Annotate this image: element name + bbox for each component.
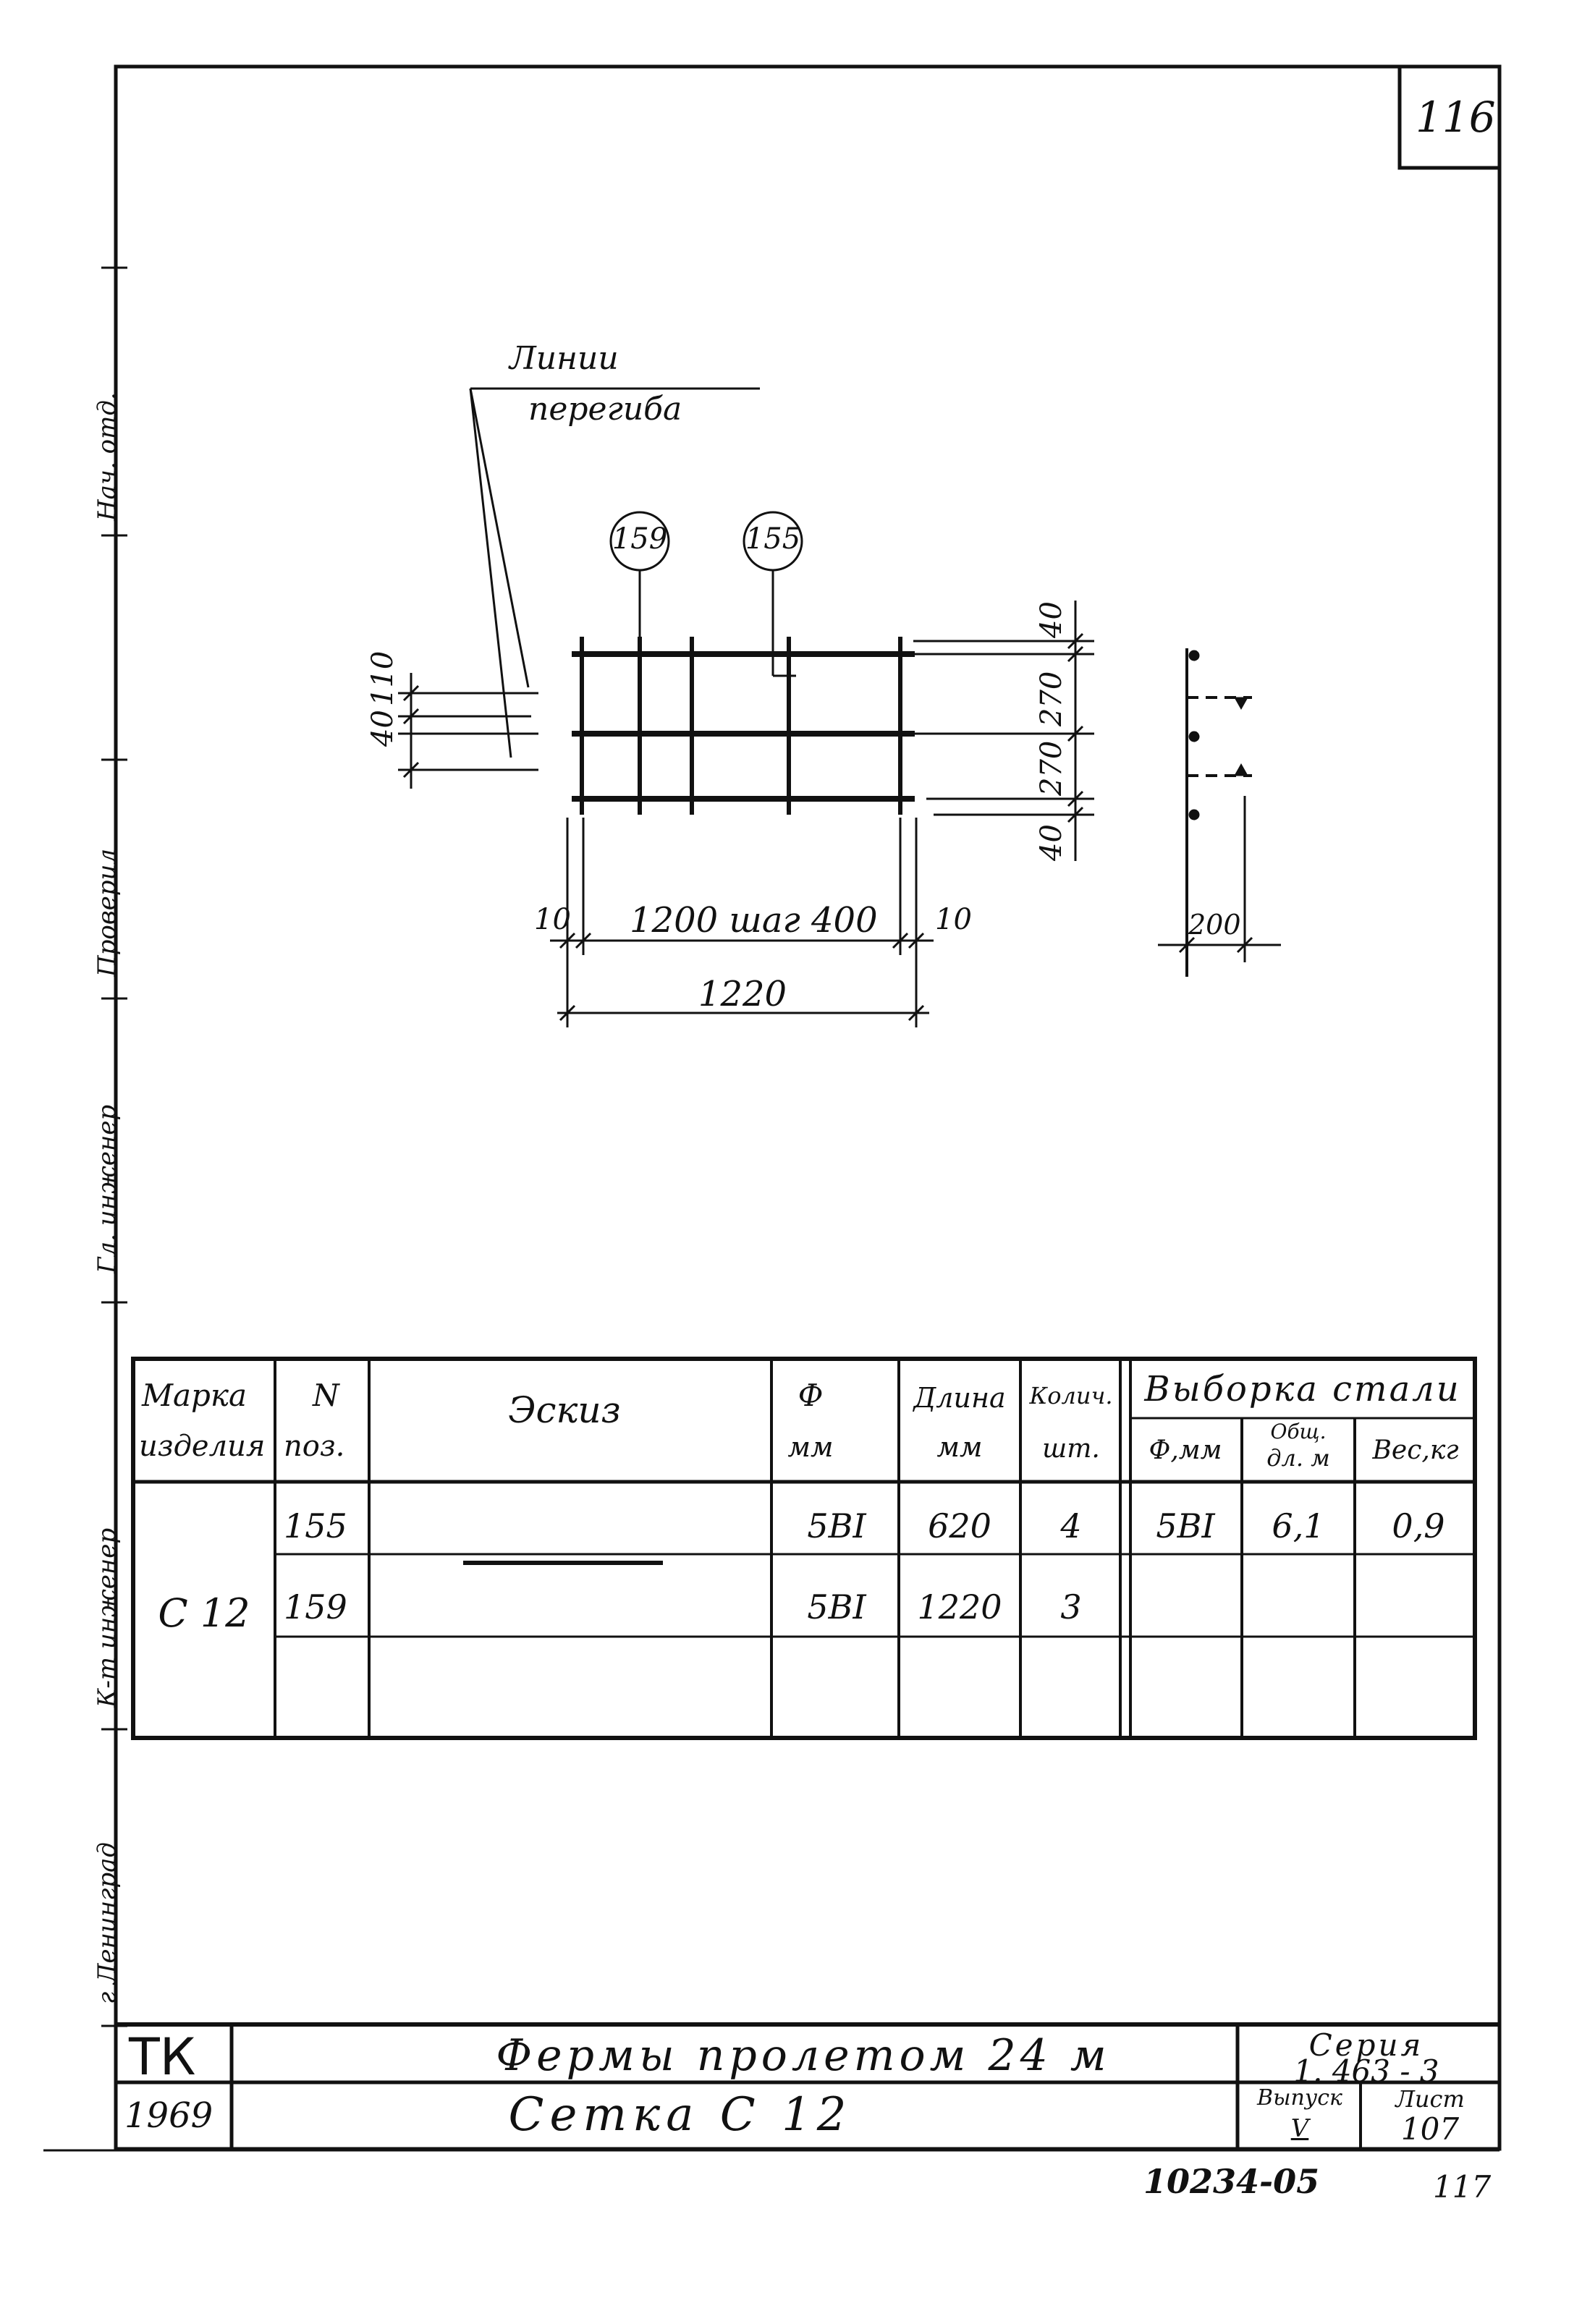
bend-lines-callout (469, 387, 760, 758)
bend-lines-label-line1: Линии (509, 340, 619, 377)
dim-left-110: 110 (366, 650, 399, 706)
header-steel-len-line1: Общ. (1270, 1420, 1327, 1443)
row2-dia: 5BI (807, 1587, 866, 1627)
header-dia-line1: Ф (798, 1378, 824, 1413)
title-block-issue-label: Выпуск (1257, 2085, 1342, 2111)
dim-right-270-b: 270 (1035, 740, 1068, 796)
header-qty-line2: шт. (1042, 1434, 1100, 1464)
side-label-chief: Нач. отд. (93, 392, 122, 521)
side-label-engineer: К-т инженер (93, 1527, 122, 1708)
row1-pos: 155 (284, 1506, 347, 1545)
product-mark: С 12 (158, 1590, 250, 1636)
dim-right-bottom-40: 40 (1035, 824, 1068, 861)
title-block-org: ТК (129, 2027, 196, 2087)
sheet-number: 116 (1416, 93, 1496, 142)
dim-end-right: 10 (935, 903, 972, 936)
header-pos-line2: поз. (284, 1430, 345, 1463)
transverse-bars (580, 637, 902, 815)
right-dimensions (913, 601, 1094, 861)
row2-pos: 159 (284, 1587, 347, 1627)
dim-right-top-40: 40 (1035, 601, 1068, 638)
sheet-frame (114, 64, 1502, 2151)
row1-len: 620 (928, 1506, 991, 1545)
header-steel-wt: Вес,кг (1372, 1435, 1459, 1465)
longitudinal-bars (572, 651, 915, 802)
header-steel-dia: Ф,мм (1149, 1435, 1222, 1465)
title-block-sheet-label: Лист (1395, 2085, 1465, 2113)
footer-doc-code: 10234-05 (1143, 2162, 1320, 2201)
title-block-title: Фермы пролетом 24 м (496, 2030, 1111, 2081)
header-sketch: Эскиз (508, 1389, 621, 1431)
position-label-159: 159 (612, 522, 668, 556)
header-mark-line1: Марка (142, 1378, 248, 1413)
position-label-155: 155 (745, 522, 801, 556)
section-dim-200: 200 (1188, 909, 1241, 941)
side-label-checked: Проверил (93, 848, 122, 977)
footer-page: 117 (1433, 2169, 1492, 2205)
header-qty-line1: Колич. (1029, 1382, 1113, 1409)
dim-total: 1220 (698, 974, 787, 1014)
title-block-sheet-value: 107 (1400, 2111, 1460, 2147)
title-block-grid (116, 2022, 1499, 2149)
title-block-issue-value: V (1290, 2114, 1309, 2143)
dim-right-270-a: 270 (1035, 671, 1068, 726)
section-view (1158, 648, 1281, 977)
header-dia-line2: мм (787, 1431, 834, 1463)
bend-lines-label-line2: перегиба (528, 391, 682, 428)
header-len-line2: мм (936, 1431, 983, 1463)
row1-qty: 4 (1060, 1506, 1082, 1545)
header-pos-line1: N (313, 1378, 339, 1413)
side-label-lead-engineer: Гл. инженер (93, 1104, 122, 1273)
header-steel-len-line2: дл. м (1266, 1444, 1330, 1472)
row1-steel-wt: 0,9 (1392, 1506, 1445, 1545)
bottom-dimensions (550, 818, 934, 1027)
dim-left-40: 40 (366, 710, 399, 747)
title-block-series-label: Серия (1308, 2027, 1424, 2063)
row1-steel-dia: 5BI (1156, 1506, 1215, 1545)
row2-len: 1220 (917, 1587, 1002, 1627)
header-steel: Выборка стали (1144, 1369, 1461, 1409)
title-block-series-value: 1. 463 - 3 (1293, 2053, 1439, 2089)
side-label-org: г Ленинград (93, 1842, 122, 2004)
dim-pitch: 1200 шаг 400 (630, 900, 878, 941)
left-dimensions (398, 673, 538, 789)
row1-steel-len: 6,1 (1272, 1506, 1325, 1545)
row1-dia: 5BI (807, 1506, 866, 1545)
dim-end-left: 10 (534, 903, 571, 936)
sheet-number-box (1397, 67, 1499, 170)
title-block-subtitle: Сетка С 12 (508, 2088, 853, 2142)
title-block-year: 1969 (124, 2095, 213, 2136)
row2-qty: 3 (1060, 1587, 1082, 1627)
spec-table-grid (131, 1357, 1477, 1740)
header-mark-line2: изделия (139, 1430, 266, 1463)
header-len-line1: Длина (913, 1382, 1006, 1414)
